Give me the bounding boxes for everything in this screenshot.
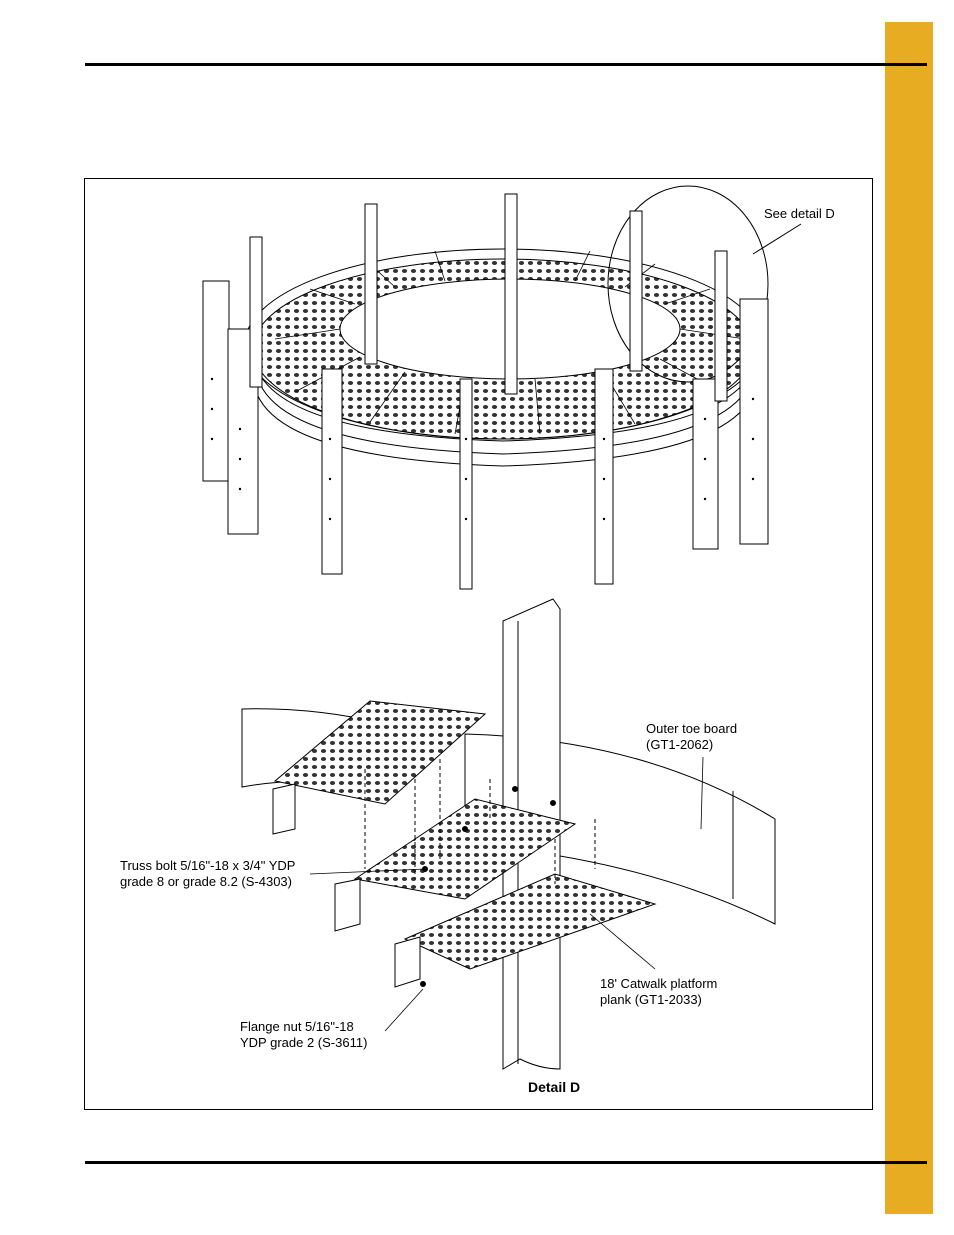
vertical-legs bbox=[202, 193, 769, 590]
callout-leaders bbox=[309, 756, 704, 1032]
assembly-drawing bbox=[202, 185, 802, 1070]
see-detail-callout: See detail D bbox=[764, 206, 835, 221]
header-rule bbox=[85, 63, 927, 66]
outer-toe-board-callout: Outer toe board (GT1-2062) bbox=[646, 721, 738, 752]
footer-rule bbox=[85, 1161, 927, 1164]
catwalk-plank-callout: 18' Catwalk platform plank (GT1-2033) bbox=[600, 976, 718, 1007]
figure-frame: See detail D Outer toe board (GT1-2062) … bbox=[84, 178, 873, 1110]
figure-caption: Detail D bbox=[528, 1079, 581, 1095]
leg-bolt-holes bbox=[210, 377, 755, 521]
detail-d-drawing bbox=[241, 598, 776, 1070]
section-tab bbox=[885, 22, 933, 1214]
truss-bolt-callout: Truss bolt 5/16"-18 x 3/4" YDP grade 8 o… bbox=[120, 858, 296, 889]
flange-nut-callout: Flange nut 5/16"-18 YDP grade 2 (S-3611) bbox=[240, 1019, 368, 1050]
